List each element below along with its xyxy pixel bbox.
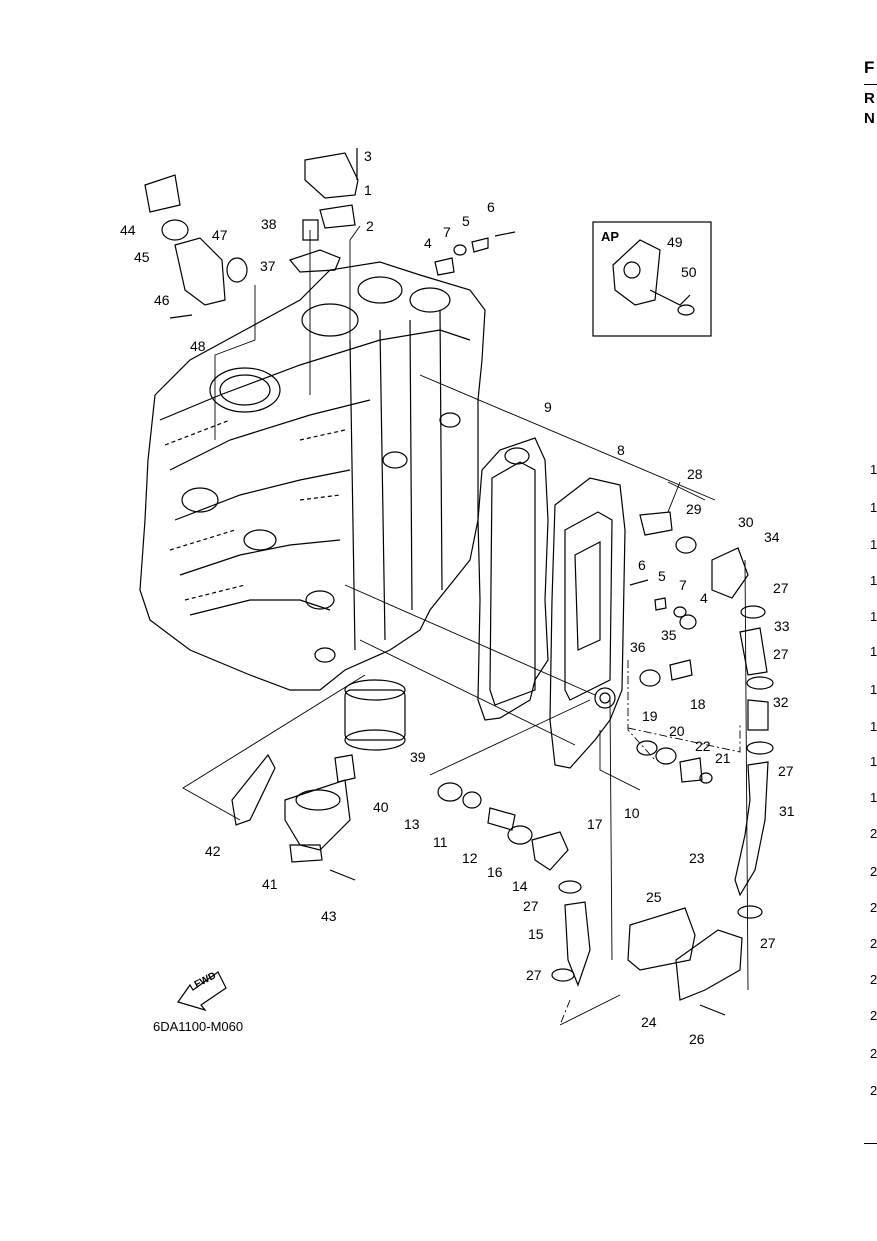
callout-27-b: 27 <box>773 646 789 662</box>
callout-5-b: 5 <box>658 568 666 584</box>
edge-num: 1 <box>870 644 877 659</box>
callout-14: 14 <box>512 878 528 894</box>
edge-num: 1 <box>870 609 877 624</box>
callout-13: 13 <box>404 816 420 832</box>
callout-27-f: 27 <box>526 967 542 983</box>
callout-7-b: 7 <box>679 577 687 593</box>
edge-num: 1 <box>870 537 877 552</box>
edge-num: 2 <box>870 900 877 915</box>
edge-letter-r: R <box>864 90 875 107</box>
callout-8: 8 <box>617 442 625 458</box>
callout-1: 1 <box>364 182 372 198</box>
callout-49: 49 <box>667 234 683 250</box>
edge-num: 1 <box>870 754 877 769</box>
callout-29: 29 <box>686 501 702 517</box>
callout-20: 20 <box>669 723 685 739</box>
callout-27-c: 27 <box>778 763 794 779</box>
callout-15: 15 <box>528 926 544 942</box>
callout-28: 28 <box>687 466 703 482</box>
callout-50: 50 <box>681 264 697 280</box>
callout-21: 21 <box>715 750 731 766</box>
callout-34: 34 <box>764 529 780 545</box>
callout-33: 33 <box>774 618 790 634</box>
callout-16: 16 <box>487 864 503 880</box>
callout-30: 30 <box>738 514 754 530</box>
callout-27-e: 27 <box>523 898 539 914</box>
callout-19: 19 <box>642 708 658 724</box>
callout-23: 23 <box>689 850 705 866</box>
callout-9: 9 <box>544 399 552 415</box>
callout-27-d: 27 <box>760 935 776 951</box>
callout-4-b: 4 <box>700 590 708 606</box>
edge-num: 2 <box>870 826 877 841</box>
edge-num: 2 <box>870 936 877 951</box>
callout-39: 39 <box>410 749 426 765</box>
callout-12: 12 <box>462 850 478 866</box>
callout-37: 37 <box>260 258 276 274</box>
callout-36: 36 <box>630 639 646 655</box>
callout-11: 11 <box>433 834 448 850</box>
edge-num: 2 <box>870 864 877 879</box>
callout-43: 43 <box>321 908 337 924</box>
diagram-code: 6DA1100-M060 <box>153 1019 244 1034</box>
edge-num: 1 <box>870 462 877 477</box>
edge-num: 2 <box>870 1083 877 1098</box>
callout-41: 41 <box>262 876 278 892</box>
callout-32: 32 <box>773 694 789 710</box>
edge-num: 1 <box>870 790 877 805</box>
callout-48: 48 <box>190 338 206 354</box>
callout-24: 24 <box>641 1014 657 1030</box>
callout-18: 18 <box>690 696 706 712</box>
callout-7: 7 <box>443 224 451 240</box>
callout-44: 44 <box>120 222 136 238</box>
callout-22: 22 <box>695 738 711 754</box>
callout-47: 47 <box>212 227 228 243</box>
inset-label: AP <box>601 229 620 244</box>
callout-4: 4 <box>424 235 432 251</box>
inset-box <box>592 221 712 337</box>
callout-27-a: 27 <box>773 580 789 596</box>
edge-rule-bottom <box>864 1143 877 1144</box>
callout-40: 40 <box>373 799 389 815</box>
callout-31: 31 <box>779 803 795 819</box>
edge-num: 1 <box>870 682 877 697</box>
edge-num: 1 <box>870 719 877 734</box>
callout-6: 6 <box>487 199 495 215</box>
plate-8 <box>549 477 626 769</box>
callout-5: 5 <box>462 213 470 229</box>
callout-45: 45 <box>134 249 150 265</box>
edge-rule-top <box>864 84 877 85</box>
callout-25: 25 <box>646 889 662 905</box>
callout-38: 38 <box>261 216 277 232</box>
edge-num: 1 <box>870 573 877 588</box>
edge-num: 2 <box>870 1008 877 1023</box>
callout-6-b: 6 <box>638 557 646 573</box>
callout-46: 46 <box>154 292 170 308</box>
edge-letter-f: F <box>864 58 875 77</box>
callout-3: 3 <box>364 148 372 164</box>
fwd-arrow <box>177 971 227 1012</box>
callout-26: 26 <box>689 1031 705 1047</box>
cylinder-block <box>139 261 486 691</box>
edge-num: 1 <box>870 500 877 515</box>
edge-num: 2 <box>870 972 877 987</box>
callout-2: 2 <box>366 218 374 234</box>
edge-letter-n: N <box>864 110 875 127</box>
callout-10: 10 <box>624 805 640 821</box>
edge-num: 2 <box>870 1046 877 1061</box>
callout-35: 35 <box>661 627 677 643</box>
callout-42: 42 <box>205 843 221 859</box>
callout-17: 17 <box>587 816 603 832</box>
gasket-9 <box>477 437 549 721</box>
